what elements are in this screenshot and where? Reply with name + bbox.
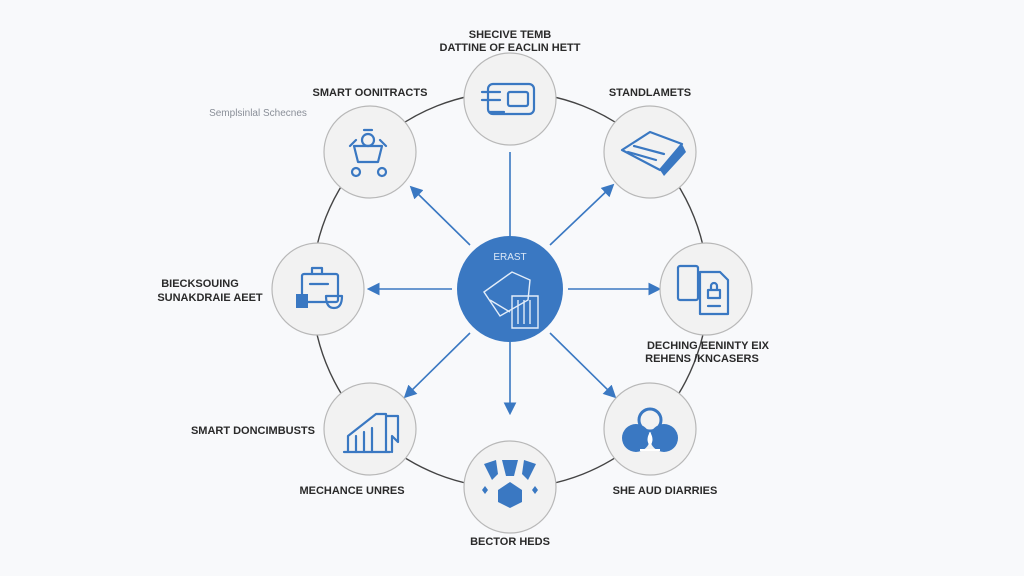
node-bottom-left-side-label: SMART DONCIMBUSTS [191, 425, 315, 437]
arrow-bottom-right [549, 332, 617, 399]
robot-cart-icon [348, 128, 388, 178]
center-label: ERAST [493, 252, 526, 263]
node-left-label-2: SUNAKDRAIE AEET [157, 292, 263, 304]
node-top-left-label: SMART OONITRACTS [313, 87, 428, 99]
node-bottom-right[interactable] [603, 382, 697, 476]
node-bottom-label: BECTOR HEDS [470, 536, 550, 548]
node-top-left[interactable] [323, 105, 417, 199]
node-top-right-label: STANDLAMETS [609, 87, 691, 99]
book-icon [620, 130, 686, 176]
diagram-subtitle: Semplsinlal Schecnes [209, 108, 307, 119]
arrow-bottom-left [403, 332, 471, 399]
node-left[interactable] [271, 242, 365, 336]
arrow-top-right [549, 183, 615, 246]
node-bottom-left[interactable] [323, 382, 417, 476]
cloud-lock-icon [622, 407, 678, 452]
node-top[interactable] [463, 52, 557, 146]
node-bottom[interactable] [463, 440, 557, 534]
center-circle [457, 236, 563, 342]
node-bottom-right-label: SHE AUD DIARRIES [613, 485, 718, 497]
building-chart-icon [342, 412, 400, 454]
node-right-label-2: REHENS /KNCASERS [645, 353, 759, 365]
node-right-label-1: DECHING EENINTY EIX [647, 340, 770, 352]
card-icon [480, 82, 536, 116]
node-bottom-left-label: MECHANCE UNRES [299, 485, 404, 497]
node-left-label-1: BIECKSOUING [161, 278, 239, 290]
node-top-label-1: SHECIVE TEMB [469, 29, 552, 41]
center-hub[interactable]: ERAST [457, 236, 563, 342]
connectors [366, 152, 662, 416]
document-lock-icon [676, 264, 730, 316]
device-icon [483, 271, 539, 329]
gems-icon [482, 460, 538, 508]
arrow-top-left [409, 185, 471, 246]
store-icon [296, 266, 344, 310]
node-top-label-2: DATTINE OF EACLIN HETT [440, 42, 581, 54]
node-right[interactable] [659, 242, 753, 336]
node-top-right[interactable] [603, 105, 697, 199]
